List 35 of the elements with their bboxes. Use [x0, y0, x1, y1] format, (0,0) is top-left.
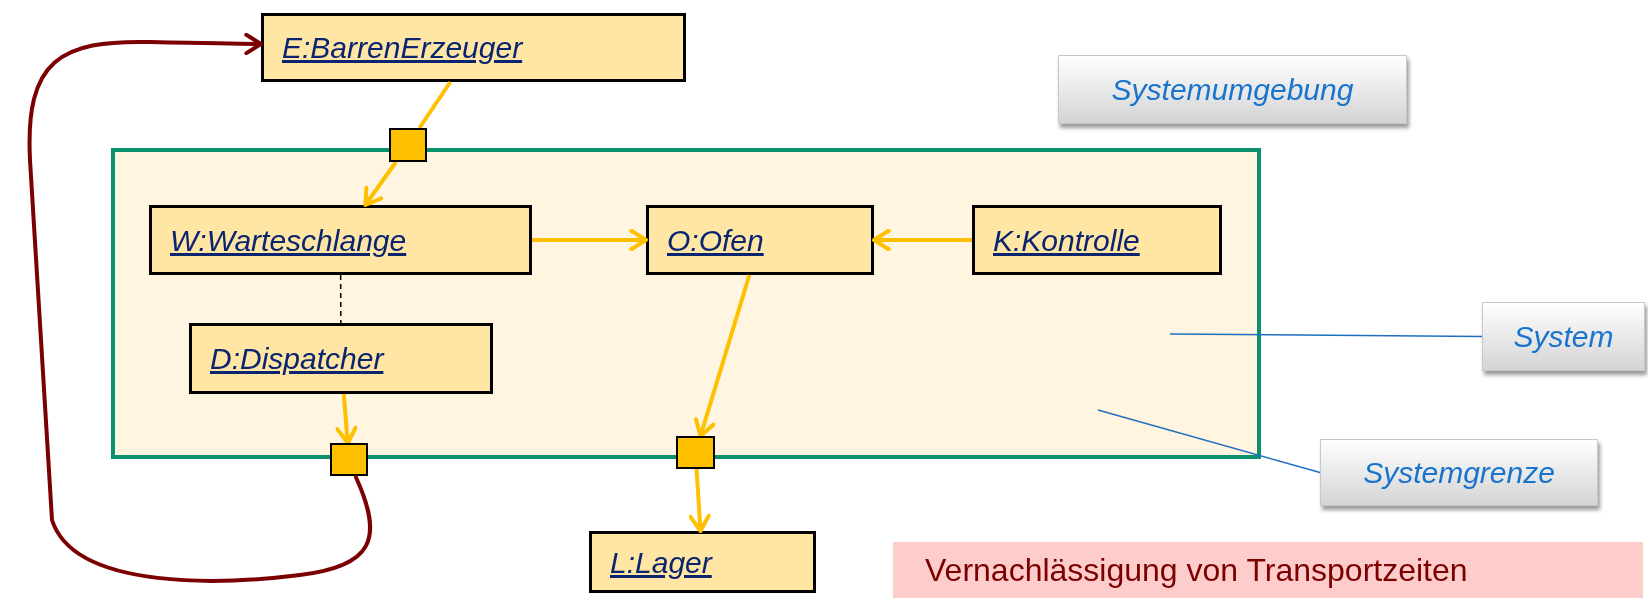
- arrow: [872, 228, 972, 252]
- port-square: [676, 436, 715, 469]
- callout-label: [1320, 439, 1598, 506]
- note-box: [893, 542, 1643, 598]
- object-name: D:Dispatcher: [210, 341, 384, 377]
- leader-line: [1097, 409, 1321, 474]
- port-square: [330, 443, 368, 476]
- connector-line: [417, 80, 452, 130]
- object-box: [972, 205, 1222, 275]
- object-box: [261, 13, 686, 82]
- object-box: [646, 205, 874, 275]
- callout-text: Systemumgebung: [1111, 72, 1354, 108]
- leader-line: [1169, 333, 1483, 338]
- callout-label: [1058, 55, 1407, 124]
- callout-label: [1482, 302, 1645, 371]
- note-text: Vernachlässigung von Transportzeiten: [925, 551, 1468, 590]
- object-name: W:Warteschlange: [170, 222, 407, 259]
- object-name: K:Kontrolle: [993, 222, 1140, 259]
- arrow: [363, 160, 398, 207]
- arrow: [688, 468, 711, 533]
- object-name: L:Lager: [610, 544, 712, 581]
- callout-text: Systemgrenze: [1363, 455, 1555, 491]
- arrow: [27, 32, 372, 583]
- object-name: E:BarrenErzeuger: [282, 30, 523, 66]
- port-square: [389, 128, 427, 162]
- object-name: O:Ofen: [667, 222, 764, 259]
- arrow: [335, 393, 358, 445]
- arrow: [532, 228, 648, 252]
- callout-text: System: [1513, 319, 1614, 355]
- arrow: [694, 274, 752, 438]
- dashed-line: [339, 274, 342, 324]
- object-box: [589, 531, 816, 593]
- system-boundary-box: [111, 148, 1261, 459]
- object-box: [149, 205, 532, 275]
- object-box: [189, 323, 493, 394]
